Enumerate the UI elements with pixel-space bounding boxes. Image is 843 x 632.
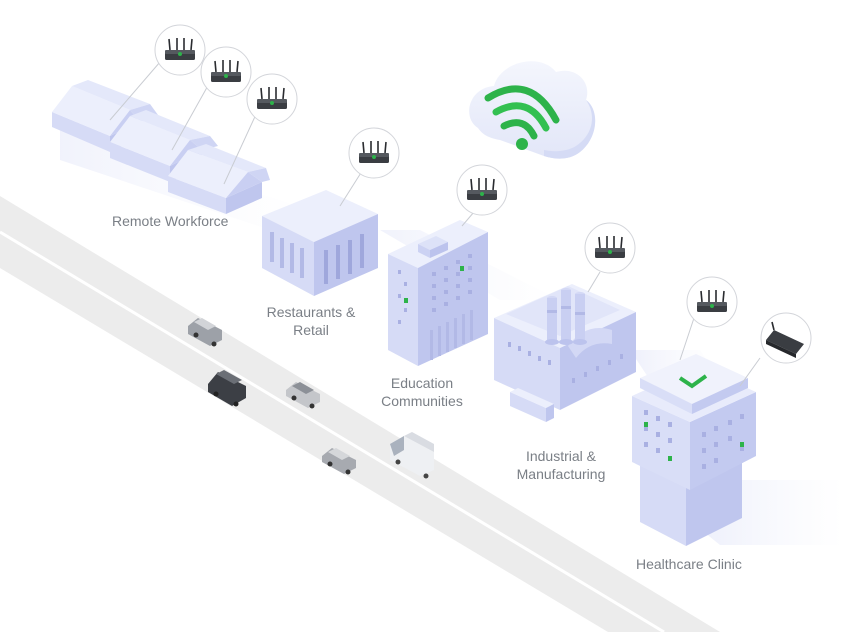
houses: [52, 80, 270, 214]
van: [208, 370, 246, 407]
truck: [390, 432, 434, 479]
label-line: Education: [390, 375, 454, 391]
road: [0, 196, 720, 632]
house: [168, 144, 270, 214]
connector-lines: [109, 61, 761, 387]
router-icon: [200, 46, 252, 98]
label-remote-workforce: Remote Workforce: [112, 213, 229, 229]
router-icon: [686, 276, 738, 328]
router-icon: [154, 24, 206, 76]
label-industrial-manufacturing: Industrial & Manufacturing: [506, 447, 616, 483]
router-icon: [348, 127, 400, 179]
label-healthcare-clinic: Healthcare Clinic: [636, 556, 742, 572]
car: [322, 448, 356, 475]
label-restaurants-retail: Restaurants & Retail: [256, 303, 366, 339]
device-nodes: [154, 24, 812, 364]
label-education-communities: Education Communities: [372, 374, 472, 410]
access-point-icon: [760, 312, 812, 364]
smokestacks: [545, 288, 587, 345]
factory-building: [494, 284, 636, 422]
cloud-wifi-icon: [469, 61, 596, 159]
label-line: Manufacturing: [516, 466, 606, 482]
label-line: Retail: [293, 322, 329, 338]
label-line: Communities: [381, 393, 463, 409]
router-icon: [584, 222, 636, 274]
router-icon: [456, 164, 508, 216]
healthcare-building: [632, 354, 756, 546]
label-line: Restaurants &: [266, 304, 356, 320]
vehicles: [188, 318, 434, 479]
car: [286, 382, 320, 409]
car: [188, 318, 222, 347]
restaurant-building: [262, 190, 378, 296]
education-building: [388, 220, 488, 366]
router-icon: [246, 73, 298, 125]
label-line: Industrial &: [525, 448, 597, 464]
